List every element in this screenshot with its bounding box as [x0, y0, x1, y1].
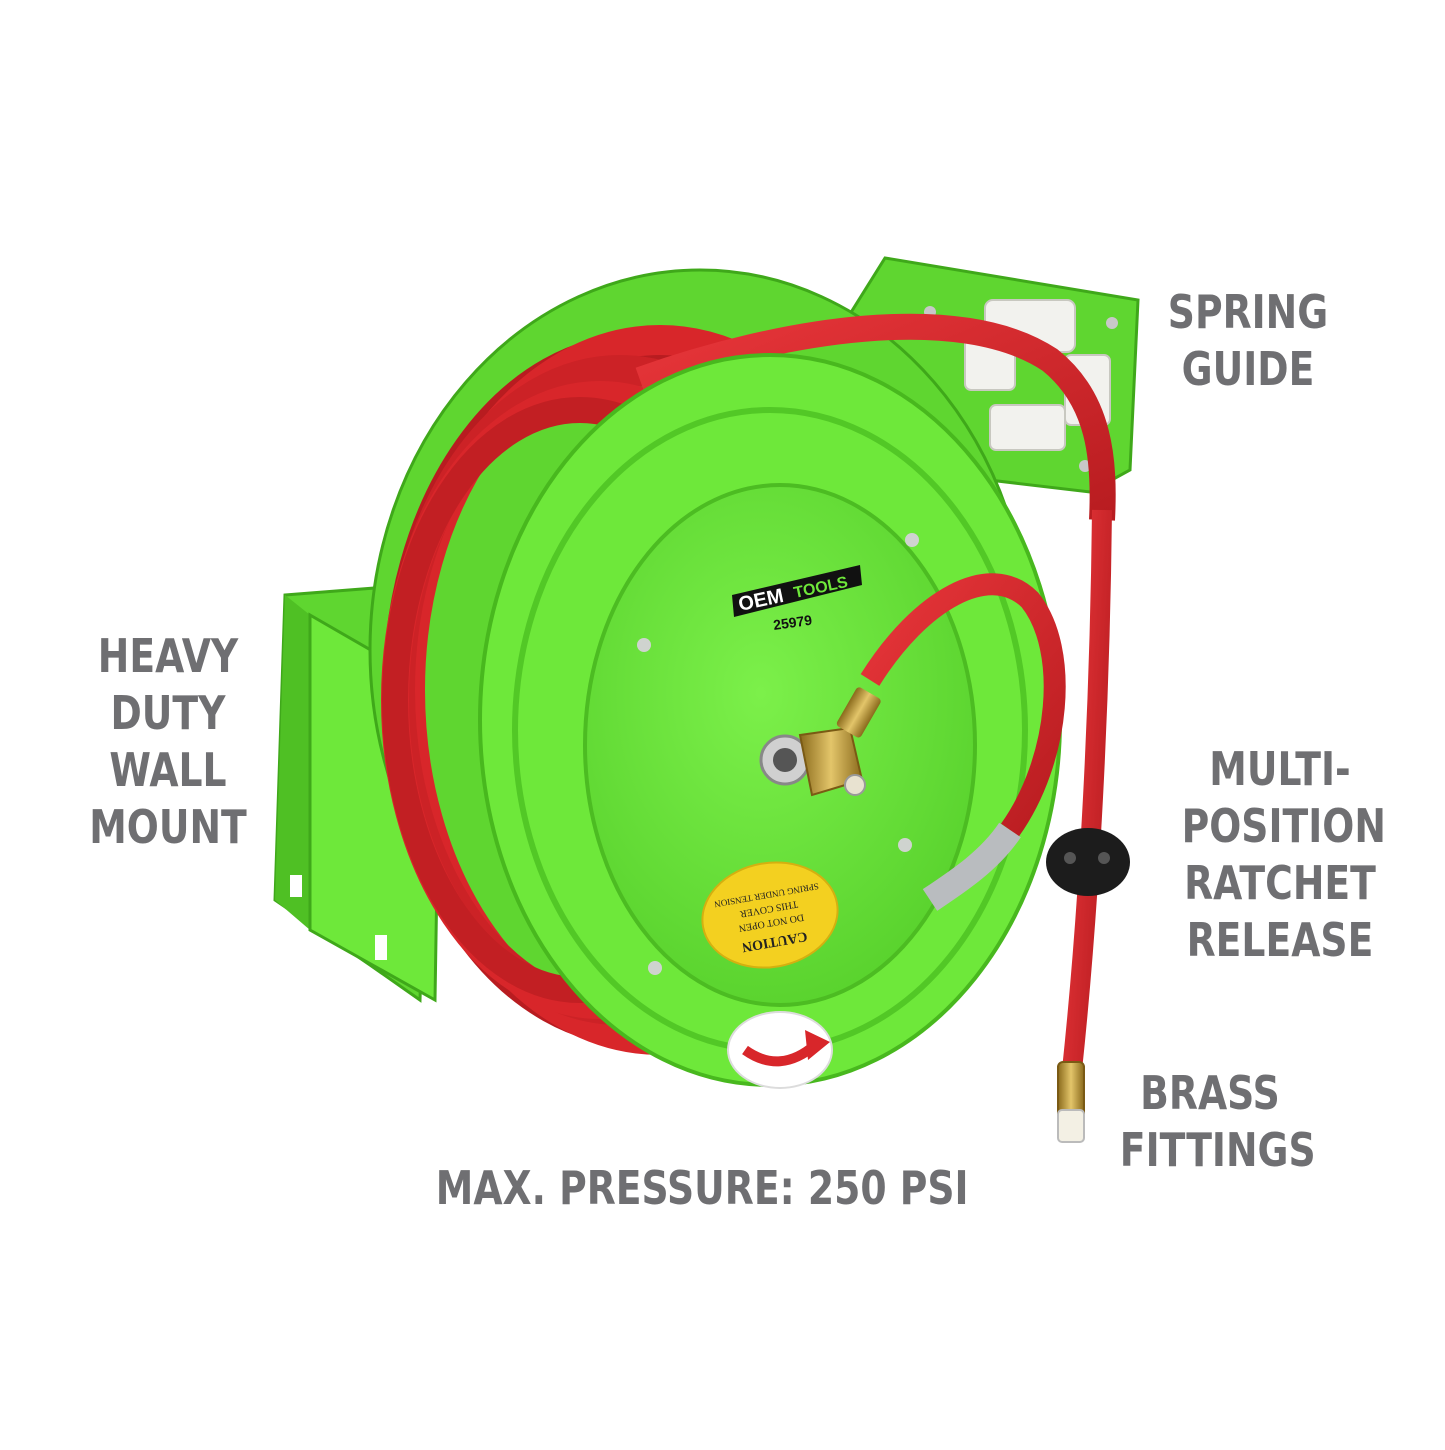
callout-line: GUIDE — [1181, 342, 1315, 396]
cover-bolt — [637, 638, 651, 652]
outlet-hose — [1062, 509, 1112, 1072]
callout-line: RELEASE — [1186, 913, 1374, 967]
callout-brass-fittings: BRASS FITTINGS — [1119, 1065, 1316, 1179]
callout-line: HEAVY — [97, 629, 239, 683]
cover-bolt — [648, 961, 662, 975]
feed-hose-loop — [860, 573, 1066, 837]
callout-line: MAX. PRESSURE: 250 PSI — [435, 1161, 969, 1215]
callout-line: MULTI- — [1209, 742, 1351, 796]
hose-spring-guard — [922, 822, 1021, 911]
caution-sticker: CAUTION DO NOT OPEN THIS COVER SPRING UN… — [701, 861, 839, 969]
hose-stopper-ball — [1046, 828, 1130, 896]
callout-line: BRASS — [1140, 1066, 1280, 1120]
cover-bolt — [905, 533, 919, 547]
callout-ratchet-release: MULTI- POSITION RATCHET RELEASE — [1181, 741, 1386, 969]
callout-line: SPRING — [1167, 285, 1329, 339]
hub-brass-fitting — [759, 687, 881, 797]
callout-line: WALL — [109, 743, 227, 797]
callout-line: RATCHET — [1184, 856, 1376, 910]
cover-bolt — [898, 838, 912, 852]
callout-max-pressure: MAX. PRESSURE: 250 PSI — [435, 1160, 969, 1217]
callout-line: DUTY — [110, 686, 226, 740]
rotation-arrow-sticker — [727, 1011, 833, 1089]
callout-spring-guide: SPRING GUIDE — [1158, 284, 1338, 398]
callout-line: POSITION — [1181, 799, 1386, 853]
model-number: 25979 — [772, 612, 813, 633]
callout-wall-mount: HEAVY DUTY WALL MOUNT — [78, 628, 258, 856]
callout-line: FITTINGS — [1119, 1123, 1316, 1177]
brass-end-fitting — [1057, 1061, 1085, 1143]
callout-line: MOUNT — [89, 800, 247, 854]
